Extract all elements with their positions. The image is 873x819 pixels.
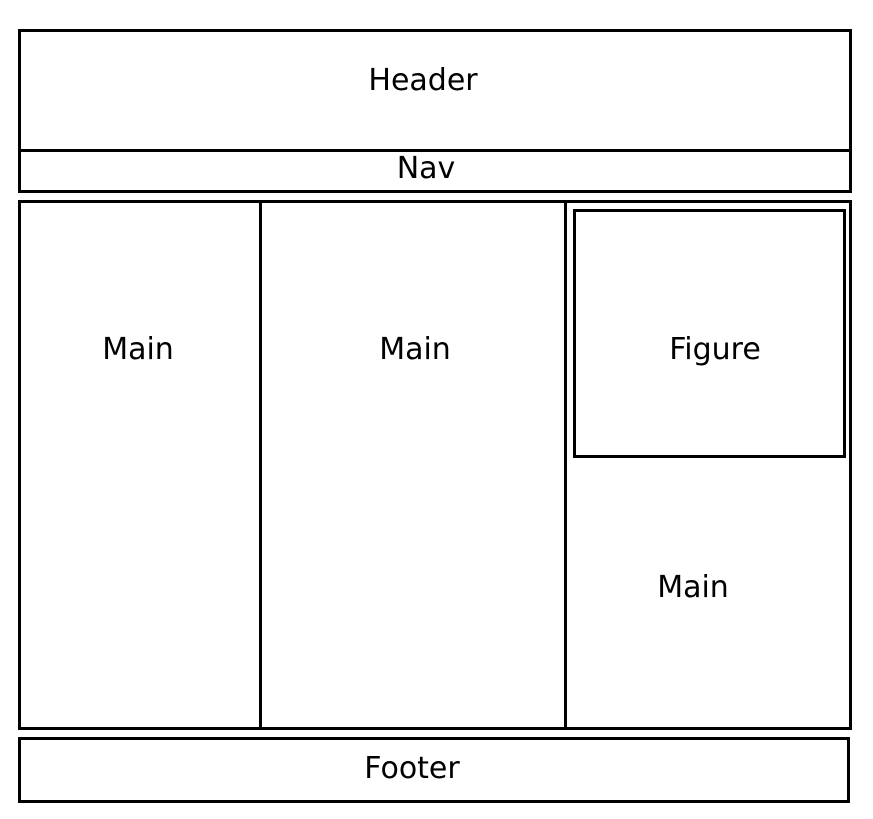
figure-box: [573, 209, 846, 458]
main-left-label: Main: [102, 332, 174, 367]
nav-label: Nav: [396, 151, 456, 186]
header-label: Header: [368, 63, 478, 98]
column-divider-right: [564, 200, 567, 730]
nav-box: [18, 149, 852, 193]
footer-label: Footer: [364, 751, 460, 786]
footer-box: [18, 737, 850, 803]
main-center-label: Main: [379, 332, 451, 367]
figure-label: Figure: [669, 332, 761, 367]
column-divider-left: [259, 200, 262, 730]
header-box: [18, 29, 852, 152]
main-right-label: Main: [657, 570, 729, 605]
